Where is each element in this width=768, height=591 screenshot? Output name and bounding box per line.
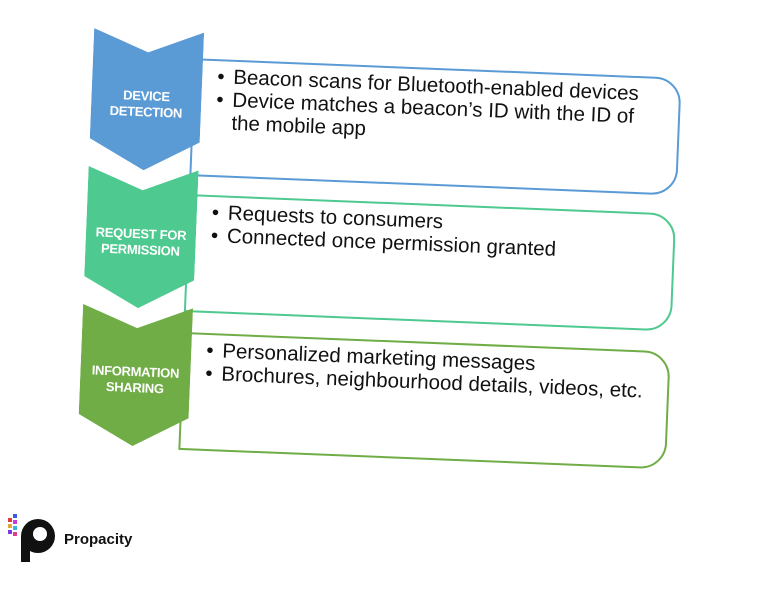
propacity-logo-icon: [8, 514, 55, 562]
chevron-arrow-icon: [84, 166, 199, 309]
bullet-dot: •: [204, 361, 214, 386]
step-3-chevron: INFORMATION SHARING: [77, 303, 194, 448]
step-2-label: REQUEST FOR PERMISSION: [85, 224, 196, 260]
step-3-bullets: •Personalized marketing messages •Brochu…: [205, 339, 646, 403]
logo-wordmark: Propacity: [64, 531, 133, 548]
propacity-logo: Propacity: [6, 510, 166, 566]
step-1-bullets: •Beacon scans for Bluetooth-enabled devi…: [215, 65, 657, 152]
step-3-label: INFORMATION SHARING: [80, 362, 191, 398]
bullet-dot: •: [210, 224, 219, 248]
step-2-panel: •Requests to consumers •Connected once p…: [183, 194, 677, 332]
step-1-panel: •Beacon scans for Bluetooth-enabled devi…: [189, 58, 682, 196]
step-2-chevron: REQUEST FOR PERMISSION: [83, 166, 199, 310]
process-diagram: •Beacon scans for Bluetooth-enabled devi…: [6, 28, 682, 566]
step-2-bullets: •Requests to consumers •Connected once p…: [211, 201, 652, 265]
bullet-dot: •: [216, 65, 225, 89]
chevron-arrow-icon: [78, 303, 194, 447]
bullet-dot: •: [215, 88, 225, 112]
step-3-panel: •Personalized marketing messages •Brochu…: [178, 331, 671, 470]
chevron-arrow-icon: [89, 28, 205, 171]
bullet-dot: •: [211, 201, 220, 225]
step-1-label: DEVICE DETECTION: [91, 86, 202, 122]
bullet-dot: •: [205, 338, 214, 363]
step-1-chevron: DEVICE DETECTION: [89, 28, 205, 172]
